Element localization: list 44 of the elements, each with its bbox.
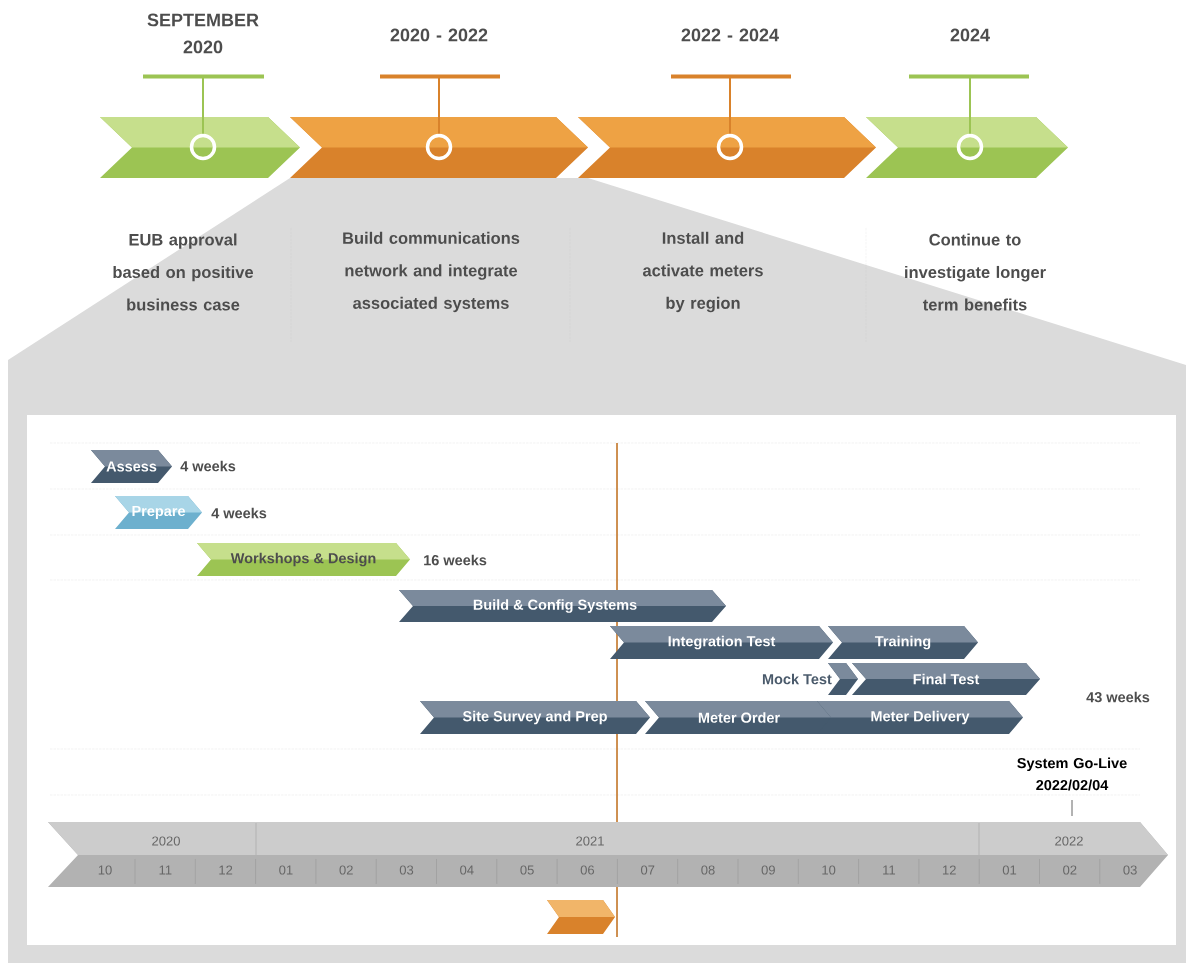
year-label: 2021 <box>576 836 604 846</box>
task-bar: Assess <box>91 450 172 483</box>
month-label: 11 <box>883 865 896 875</box>
duration-label: 16 weeks <box>424 554 487 566</box>
phase-date: 2020 - 2022 <box>390 28 488 42</box>
month-label: 03 <box>399 865 414 875</box>
month-label: 12 <box>942 865 956 875</box>
task-bar: Prepare <box>115 496 202 529</box>
task-bar: Final Test <box>852 663 1040 695</box>
task-label: Mock Test <box>762 673 832 685</box>
phase-date: SEPTEMBER 2020 <box>147 13 259 54</box>
month-label: 04 <box>460 865 474 875</box>
month-label: 08 <box>701 865 715 875</box>
month-label: 02 <box>339 865 353 875</box>
month-label: 01 <box>1002 865 1017 875</box>
task-bar: Integration Test <box>610 626 833 659</box>
year-label: 2020 <box>152 836 180 846</box>
month-label: 05 <box>520 865 534 875</box>
duration-label: 43 weeks <box>1086 691 1150 703</box>
phase-date: 2024 <box>950 28 990 42</box>
phase-description: Continue to investigate longer term benefits <box>905 233 1046 311</box>
task-bar: Workshops & Design <box>197 543 410 576</box>
phase-date: 2022 - 2024 <box>681 28 779 42</box>
phase-description: Install and activate meters by region <box>642 231 763 313</box>
month-label: 03 <box>1123 865 1137 875</box>
month-label: 11 <box>159 865 172 875</box>
month-label: 02 <box>1063 865 1077 875</box>
month-label: 10 <box>822 865 836 875</box>
milestone-label: System Go-Live 2022/02/04 <box>1017 757 1127 791</box>
month-label: 01 <box>279 865 293 875</box>
month-label: 10 <box>98 865 112 875</box>
month-label: 09 <box>761 865 775 875</box>
task-bar: Build & Config Systems <box>399 590 726 622</box>
duration-label: 4 weeks <box>180 460 236 472</box>
year-label: 2022 <box>1055 836 1083 846</box>
month-label: 06 <box>580 865 595 875</box>
task-bar: Meter Order <box>645 701 833 734</box>
month-label: 07 <box>641 865 655 875</box>
month-label: 12 <box>219 865 233 875</box>
task-bar: Meter Delivery <box>817 701 1023 734</box>
phase-description: Build communications network and integrate associated systems <box>343 231 520 313</box>
duration-label: 4 weeks <box>211 507 267 519</box>
task-bar: Site Survey and Prep <box>420 701 650 734</box>
phase-description: EUB approval based on positive business case <box>113 233 254 311</box>
